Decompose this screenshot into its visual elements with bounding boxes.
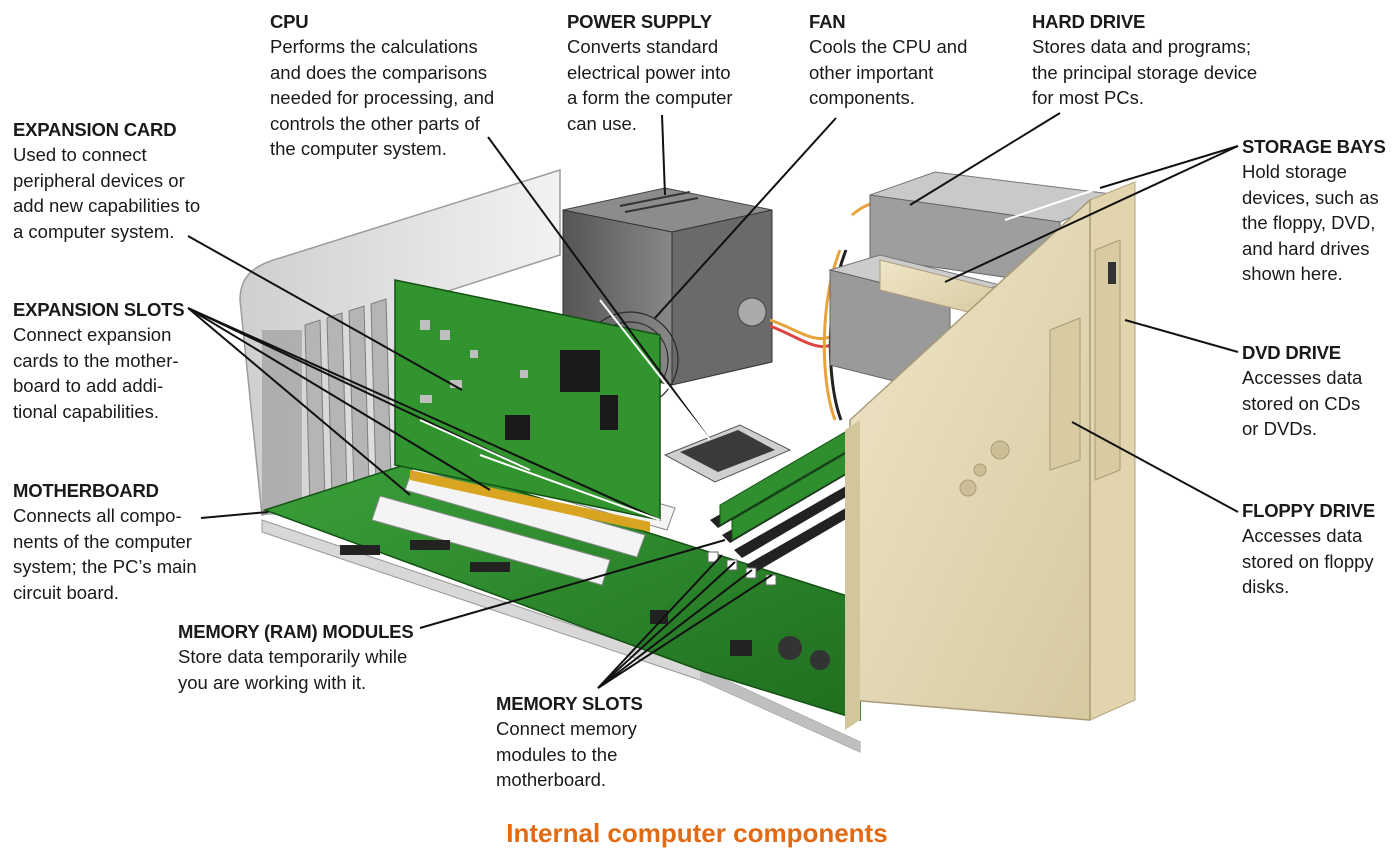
- label-motherboard: MOTHERBOARD Connects all compo- nents of…: [13, 478, 197, 605]
- label-expansion-slots-title: EXPANSION SLOTS: [13, 297, 184, 322]
- label-storage-bays: STORAGE BAYS Hold storage devices, such …: [1242, 134, 1386, 287]
- label-cpu-title: CPU: [270, 9, 494, 34]
- label-motherboard-desc: Connects all compo- nents of the compute…: [13, 503, 197, 605]
- label-power-supply-title: POWER SUPPLY: [567, 9, 733, 34]
- label-dvd-drive: DVD DRIVE Accesses data stored on CDs or…: [1242, 340, 1362, 442]
- label-fan-title: FAN: [809, 9, 967, 34]
- label-hard-drive-title: HARD DRIVE: [1032, 9, 1257, 34]
- label-motherboard-title: MOTHERBOARD: [13, 478, 197, 503]
- label-hard-drive-desc: Stores data and programs; the principal …: [1032, 34, 1257, 111]
- label-expansion-card-title: EXPANSION CARD: [13, 117, 200, 142]
- label-hard-drive: HARD DRIVE Stores data and programs; the…: [1032, 9, 1257, 111]
- label-memory-modules-title: MEMORY (RAM) MODULES: [178, 619, 413, 644]
- label-floppy-drive-title: FLOPPY DRIVE: [1242, 498, 1375, 523]
- label-memory-slots-title: MEMORY SLOTS: [496, 691, 643, 716]
- label-memory-modules-desc: Store data temporarily while you are wor…: [178, 644, 413, 695]
- label-memory-modules: MEMORY (RAM) MODULES Store data temporar…: [178, 619, 413, 695]
- label-memory-slots-desc: Connect memory modules to the motherboar…: [496, 716, 643, 793]
- figure-caption: Internal computer components: [0, 818, 1394, 849]
- label-floppy-drive-desc: Accesses data stored on floppy disks.: [1242, 523, 1375, 600]
- label-dvd-drive-title: DVD DRIVE: [1242, 340, 1362, 365]
- label-power-supply: POWER SUPPLY Converts standard electrica…: [567, 9, 733, 136]
- label-power-supply-desc: Converts standard electrical power into …: [567, 34, 733, 136]
- label-cpu: CPU Performs the calculations and does t…: [270, 9, 494, 162]
- label-expansion-slots: EXPANSION SLOTS Connect expansion cards …: [13, 297, 184, 424]
- label-storage-bays-desc: Hold storage devices, such as the floppy…: [1242, 159, 1386, 287]
- label-fan-desc: Cools the CPU and other important compon…: [809, 34, 967, 111]
- label-floppy-drive: FLOPPY DRIVE Accesses data stored on flo…: [1242, 498, 1375, 600]
- label-dvd-drive-desc: Accesses data stored on CDs or DVDs.: [1242, 365, 1362, 442]
- label-cpu-desc: Performs the calculations and does the c…: [270, 34, 494, 162]
- label-expansion-slots-desc: Connect expansion cards to the mother- b…: [13, 322, 184, 424]
- label-memory-slots: MEMORY SLOTS Connect memory modules to t…: [496, 691, 643, 793]
- label-expansion-card: EXPANSION CARD Used to connect periphera…: [13, 117, 200, 244]
- label-expansion-card-desc: Used to connect peripheral devices or ad…: [13, 142, 200, 244]
- label-fan: FAN Cools the CPU and other important co…: [809, 9, 967, 111]
- label-storage-bays-title: STORAGE BAYS: [1242, 134, 1386, 159]
